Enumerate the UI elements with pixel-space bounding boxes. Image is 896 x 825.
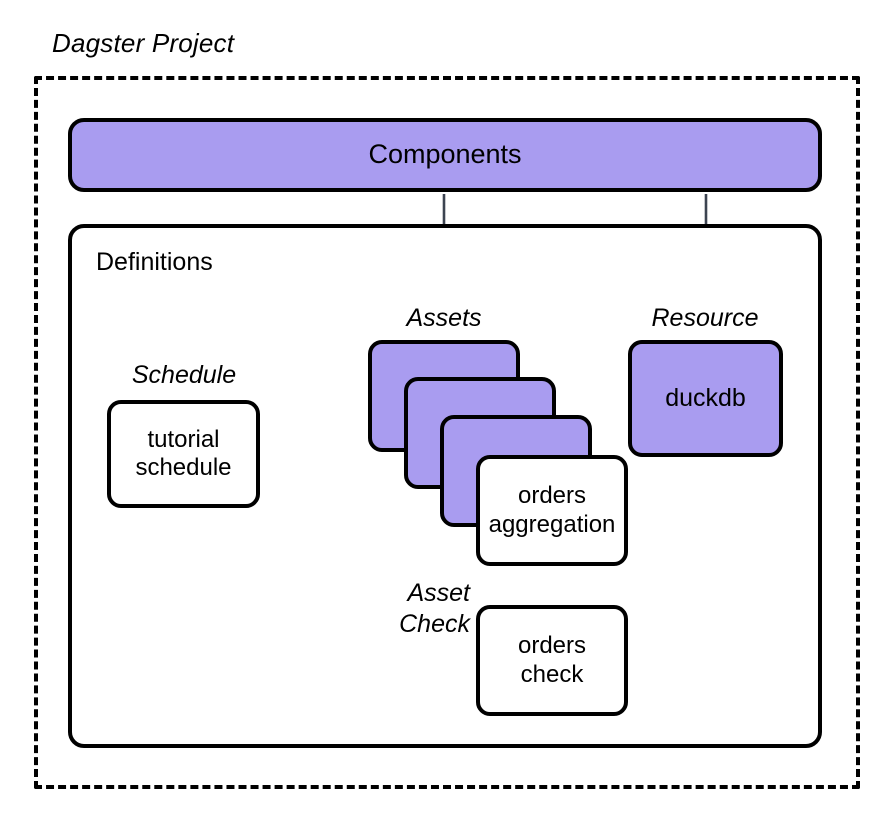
components-node[interactable]: Components (68, 118, 822, 192)
orders-check-line-2: check (520, 660, 584, 688)
orders-aggregation-line-2: aggregation (488, 510, 616, 538)
assets-caption: Assets (406, 304, 482, 332)
project-boundary (34, 76, 860, 789)
schedule-node-line-2: schedule (135, 454, 232, 481)
page-title: Dagster Project (52, 28, 235, 58)
schedule-caption: Schedule (131, 361, 237, 389)
asset-check-caption-line-2: Check (399, 609, 470, 638)
asset-check-caption-line-1: Asset (407, 579, 470, 607)
orders-check-line-1: orders (517, 632, 587, 660)
asset-check-caption: Asset Check (370, 578, 470, 639)
definitions-label: Definitions (96, 248, 213, 276)
schedule-node[interactable]: tutorial schedule (107, 400, 260, 508)
resource-caption: Resource (651, 304, 759, 332)
orders-aggregation-node[interactable]: orders aggregation (476, 455, 628, 566)
duckdb-resource-node[interactable]: duckdb (628, 340, 783, 457)
orders-aggregation-line-1: orders (517, 482, 587, 510)
orders-check-node[interactable]: orders check (476, 605, 628, 716)
components-label: Components (368, 139, 522, 170)
schedule-node-line-1: tutorial (147, 425, 220, 453)
duckdb-resource-label: duckdb (665, 383, 746, 412)
